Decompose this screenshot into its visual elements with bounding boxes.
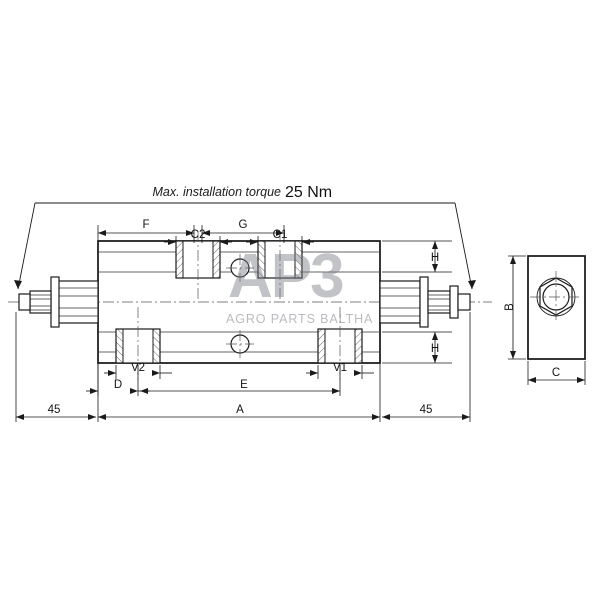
torque-note-leader [14, 202, 476, 290]
dimension-label-c2: C2 [191, 229, 206, 241]
dimension-f: F [97, 219, 195, 243]
dimension-h-bottom: H [382, 331, 452, 364]
left-adjustment-screw [18, 276, 99, 328]
dimension-label-e: E [240, 379, 248, 391]
torque-note-value: 25 Nm [285, 184, 332, 201]
dimension-label-h-top: H [431, 252, 439, 264]
dimension-h-top: H [382, 240, 452, 273]
dimension-label-f: F [142, 219, 149, 231]
dimension-label-g: G [239, 219, 248, 231]
dimension-left-45: 45 [15, 312, 96, 422]
dimension-label-c: C [552, 367, 560, 379]
dimension-v2: V2 [104, 362, 172, 379]
dimension-label-c1: C1 [273, 229, 288, 241]
dimension-label-a: A [236, 404, 244, 416]
torque-note: Max. installation torque 25 Nm [152, 184, 332, 201]
dimension-label-h-bottom: H [431, 343, 439, 355]
dimension-c1: C1 [246, 229, 314, 248]
port-c2 [175, 231, 221, 300]
dimension-label-left-45: 45 [48, 404, 61, 416]
dimension-label-b: B [504, 303, 516, 311]
dimension-right-45: 45 [382, 312, 471, 422]
dimension-c: C [527, 361, 586, 385]
dimension-label-d: D [114, 379, 122, 391]
port-c1 [257, 231, 303, 300]
dimension-a: A [97, 363, 381, 422]
torque-note-prefix: Max. installation torque [152, 185, 281, 199]
dimension-e: E [140, 365, 341, 396]
dimension-c2: C2 [164, 229, 232, 248]
port-v2 [115, 307, 161, 380]
dimension-label-right-45: 45 [420, 404, 433, 416]
right-adjustment-screw [379, 276, 471, 328]
valve-side-view [527, 255, 586, 360]
dimension-g: G [201, 219, 285, 243]
mounting-hole-lower [226, 330, 254, 358]
mounting-hole-upper [226, 254, 254, 282]
dimension-b: B [504, 255, 526, 360]
port-v1 [317, 307, 363, 380]
